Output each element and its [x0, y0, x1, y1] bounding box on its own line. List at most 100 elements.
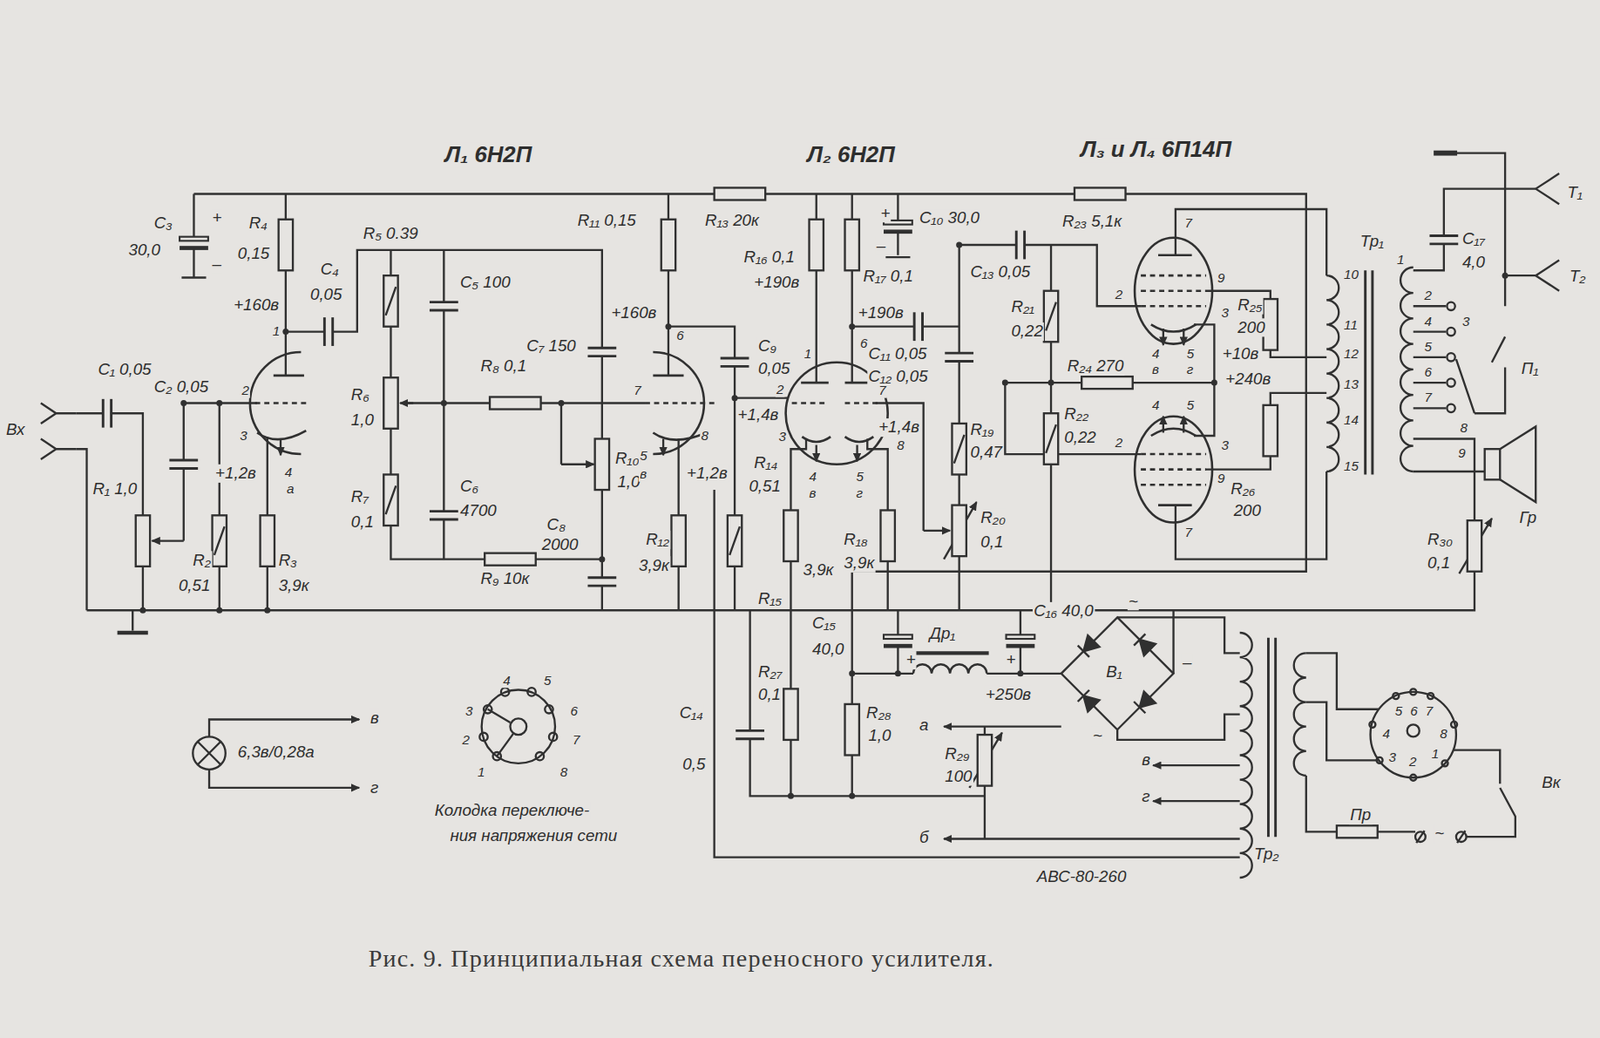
- pin-number: 8: [1438, 726, 1449, 742]
- part-label: Вк: [1540, 773, 1562, 793]
- resistors: [783, 509, 798, 562]
- connectors-and-misc: [501, 687, 509, 696]
- part-label: R₁₅: [757, 589, 783, 609]
- part-label: 4,0: [1461, 252, 1486, 272]
- pin-number: 7: [877, 383, 888, 399]
- part-label: 6,3в/0,28а: [237, 742, 316, 761]
- capacitors: [1006, 634, 1036, 648]
- part-label: C₉: [757, 336, 778, 355]
- part-label: 0,15: [237, 244, 272, 264]
- wires: [279, 438, 282, 455]
- resistors: [714, 187, 767, 200]
- pin-number: 12: [1342, 346, 1360, 362]
- junction-dots: [732, 394, 739, 401]
- part-label: ~: [1127, 591, 1139, 611]
- part-label: C₂ 0,05: [153, 377, 211, 396]
- connectors-and-misc: [1370, 691, 1457, 778]
- tube-symbols: [257, 430, 306, 440]
- part-label: R₁₈: [842, 530, 869, 550]
- part-label: 0,47: [969, 442, 1004, 462]
- part-label: R₁₂: [644, 530, 671, 550]
- resistors: [135, 187, 1482, 786]
- pin-number: 14: [1342, 413, 1360, 428]
- part-label: Тр₁: [1359, 232, 1385, 251]
- part-label: R₂₀: [979, 508, 1007, 527]
- tube-symbols: [800, 381, 873, 385]
- wires: [209, 718, 360, 737]
- junction-dots: [598, 555, 605, 563]
- wires: [1458, 518, 1492, 574]
- resistors: [1081, 376, 1133, 389]
- pin-number: 5: [1186, 398, 1196, 414]
- pin-number: в: [638, 467, 648, 482]
- windings: [1400, 267, 1414, 472]
- junction-dots: [139, 607, 146, 614]
- part-label: 0,05: [309, 285, 344, 305]
- pin-number: 3: [1461, 314, 1472, 330]
- part-label: 0,51: [177, 576, 212, 596]
- pin-number: 8: [699, 428, 710, 444]
- pin-number: 9: [1216, 271, 1227, 286]
- part-label: АВС-80-260: [1035, 867, 1127, 886]
- resistors: [260, 515, 275, 567]
- part-label: R₉ 10к: [479, 569, 530, 588]
- pin-number: 1: [271, 324, 281, 339]
- part-label: 200: [1232, 501, 1262, 521]
- part-label: +1,2в: [685, 464, 729, 483]
- rectifier-bridge: [1061, 616, 1174, 730]
- part-label: R₅ 0.39: [362, 224, 420, 244]
- capacitors: [1016, 230, 1024, 260]
- capacitors: [102, 220, 1458, 739]
- wires: [76, 153, 1536, 858]
- connectors-and-misc: [1376, 757, 1384, 764]
- pin-number: 5: [1423, 339, 1433, 355]
- pin-number: 7: [1424, 704, 1435, 719]
- part-label: –: [1181, 652, 1194, 672]
- resistors: [671, 515, 685, 567]
- wires: [1152, 800, 1241, 802]
- part-label: R₂₇: [757, 663, 784, 682]
- resistors: [383, 275, 398, 327]
- part-label: Колодка переключе-: [433, 800, 591, 820]
- part-label: ния напряжения сети: [448, 826, 618, 845]
- capacitors: [179, 237, 209, 251]
- part-label: в: [369, 709, 380, 728]
- connectors-and-misc: [509, 718, 527, 735]
- tube-symbols: [652, 374, 684, 378]
- pin-number: 1: [803, 346, 814, 362]
- capacitors: [429, 511, 459, 520]
- part-label: R₂₃ 5,1к: [1061, 212, 1124, 231]
- part-label: 1,0: [350, 411, 375, 430]
- part-label: г: [369, 778, 380, 797]
- pin-number: 3: [777, 429, 787, 445]
- pin-number: 3: [1387, 750, 1397, 766]
- part-label: 3,9к: [842, 554, 875, 573]
- junction-dots: [848, 670, 855, 677]
- part-label: C₁₀ 30,0: [918, 209, 981, 228]
- pin-number: г: [1186, 362, 1195, 378]
- part-label: C₄: [318, 260, 339, 279]
- junction-dots: [955, 242, 963, 249]
- rectifier-bridge: [1083, 695, 1099, 712]
- junction-dots: [664, 323, 672, 330]
- wires: [400, 401, 414, 404]
- connectors-and-misc: [549, 732, 557, 741]
- part-label: C₈: [545, 515, 567, 534]
- part-label: C₆: [459, 477, 480, 496]
- pin-number: 15: [1342, 459, 1360, 475]
- part-label: Пр: [1349, 806, 1372, 825]
- junction-dots: [139, 242, 1508, 800]
- part-label: C₁₂ 0,05: [867, 367, 929, 387]
- part-label: R₁₉: [969, 420, 995, 439]
- part-label: 3,9к: [801, 561, 834, 580]
- part-label: +250в: [984, 685, 1032, 705]
- windings: [911, 650, 990, 655]
- capacitors: [324, 317, 333, 346]
- connectors-and-misc: [1369, 721, 1376, 728]
- wires: [943, 837, 1241, 840]
- junction-dots: [282, 328, 289, 335]
- part-label: 0,22: [1063, 428, 1098, 448]
- part-label: R₃₀: [1426, 530, 1454, 550]
- part-label: C₁₆ 40,0: [1032, 602, 1095, 621]
